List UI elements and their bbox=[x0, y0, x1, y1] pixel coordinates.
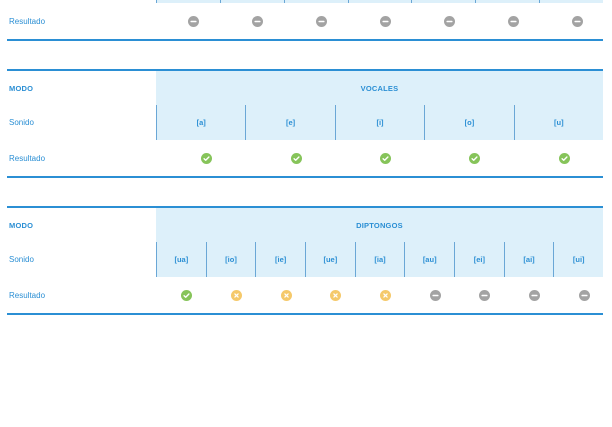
check-circle-icon bbox=[290, 152, 302, 164]
result-cell bbox=[156, 277, 206, 313]
table-bottom-rule bbox=[7, 39, 603, 41]
sound-cell bbox=[156, 0, 220, 3]
check-circle-icon bbox=[380, 152, 392, 164]
x-circle-icon bbox=[280, 289, 292, 301]
minus-circle-icon bbox=[529, 289, 541, 301]
result-cell bbox=[335, 140, 424, 176]
sound-cell bbox=[539, 0, 603, 3]
sound-row: Sonido [a][e][i][o][u] bbox=[7, 105, 603, 140]
result-cell bbox=[539, 3, 603, 39]
minus-circle-icon bbox=[443, 15, 455, 27]
minus-circle-icon bbox=[188, 15, 200, 27]
check-circle-icon bbox=[181, 289, 193, 301]
result-cell bbox=[424, 140, 513, 176]
sound-cell: [i] bbox=[334, 105, 424, 140]
sound-cell bbox=[411, 0, 475, 3]
sound-cell: [ui] bbox=[553, 242, 603, 277]
x-circle-icon bbox=[231, 289, 242, 301]
result-cell bbox=[454, 277, 504, 313]
result-label: Resultado bbox=[9, 16, 46, 26]
table-top-rule bbox=[7, 69, 603, 71]
check-circle-icon bbox=[469, 152, 481, 164]
minus-circle-icon bbox=[316, 15, 328, 27]
sound-label: Sonido bbox=[9, 118, 34, 127]
check-circle-icon bbox=[558, 152, 570, 164]
sound-cell: [ua] bbox=[156, 242, 206, 277]
result-label: Resultado bbox=[9, 290, 46, 300]
sound-cell: [ue] bbox=[305, 242, 355, 277]
mode-title: DIPTONGOS bbox=[156, 208, 603, 242]
results-table-vocales: MODO VOCALES Sonido [a][e][i][o][u] Resu… bbox=[7, 69, 603, 178]
header-row: MODO VOCALES bbox=[7, 71, 603, 105]
results-table-previous: Resultado bbox=[7, 0, 603, 41]
result-row: Resultado bbox=[7, 3, 603, 39]
result-cell bbox=[255, 277, 305, 313]
minus-circle-icon bbox=[380, 15, 391, 27]
check-circle-icon bbox=[201, 152, 213, 164]
result-label: Resultado bbox=[9, 153, 46, 163]
result-cell bbox=[156, 3, 220, 39]
result-row: Resultado bbox=[7, 277, 603, 313]
sound-cell bbox=[475, 0, 539, 3]
sound-cell bbox=[283, 0, 348, 3]
sound-cell: [o] bbox=[424, 105, 513, 140]
result-cell bbox=[348, 3, 412, 39]
sound-cell: [io] bbox=[205, 242, 256, 277]
table-top-rule bbox=[7, 206, 603, 208]
sound-cell: [ei] bbox=[454, 242, 504, 277]
result-cells bbox=[156, 140, 603, 176]
minus-circle-icon bbox=[507, 15, 519, 27]
result-cell bbox=[404, 277, 454, 313]
sound-row bbox=[7, 0, 603, 3]
x-circle-icon bbox=[330, 289, 342, 301]
sound-cell bbox=[347, 0, 412, 3]
table-bottom-rule bbox=[7, 313, 603, 315]
sound-cell: [ai] bbox=[503, 242, 554, 277]
result-cell bbox=[284, 3, 348, 39]
result-cell bbox=[245, 140, 334, 176]
minus-circle-icon bbox=[429, 289, 441, 301]
result-cell bbox=[411, 3, 475, 39]
result-cells bbox=[156, 277, 603, 313]
sound-cells: [ua][io][ie][ue][ia][au][ei][ai][ui] bbox=[156, 242, 603, 277]
sound-cell: [e] bbox=[245, 105, 334, 140]
header-row: MODO DIPTONGOS bbox=[7, 208, 603, 242]
x-circle-icon bbox=[380, 289, 392, 301]
sound-cell: [a] bbox=[156, 105, 245, 140]
table-bottom-rule bbox=[7, 176, 603, 178]
results-table-diptongos: MODO DIPTONGOS Sonido [ua][io][ie][ue][i… bbox=[7, 206, 603, 315]
sound-cell: [au] bbox=[404, 242, 454, 277]
result-cell bbox=[220, 3, 284, 39]
result-cell bbox=[475, 3, 539, 39]
result-cell bbox=[504, 277, 554, 313]
minus-circle-icon bbox=[571, 15, 583, 27]
sound-label: Sonido bbox=[9, 255, 34, 264]
result-cell bbox=[206, 277, 256, 313]
result-cell bbox=[355, 277, 405, 313]
result-cells bbox=[156, 3, 603, 39]
mode-label: MODO bbox=[9, 220, 34, 230]
mode-title: VOCALES bbox=[156, 71, 603, 105]
sound-row: Sonido [ua][io][ie][ue][ia][au][ei][ai][… bbox=[7, 242, 603, 277]
minus-circle-icon bbox=[578, 289, 590, 301]
sound-cell: [ie] bbox=[255, 242, 305, 277]
sound-cell: [u] bbox=[513, 105, 603, 140]
result-cell bbox=[553, 277, 603, 313]
sound-cell bbox=[219, 0, 284, 3]
result-cell bbox=[514, 140, 603, 176]
sound-cell: [ia] bbox=[354, 242, 405, 277]
result-row: Resultado bbox=[7, 140, 603, 176]
minus-circle-icon bbox=[252, 15, 264, 27]
mode-label: MODO bbox=[9, 83, 34, 93]
sound-cells: [a][e][i][o][u] bbox=[156, 105, 603, 140]
result-cell bbox=[156, 140, 245, 176]
result-cell bbox=[305, 277, 355, 313]
minus-circle-icon bbox=[479, 289, 491, 301]
sound-cells bbox=[156, 0, 603, 3]
